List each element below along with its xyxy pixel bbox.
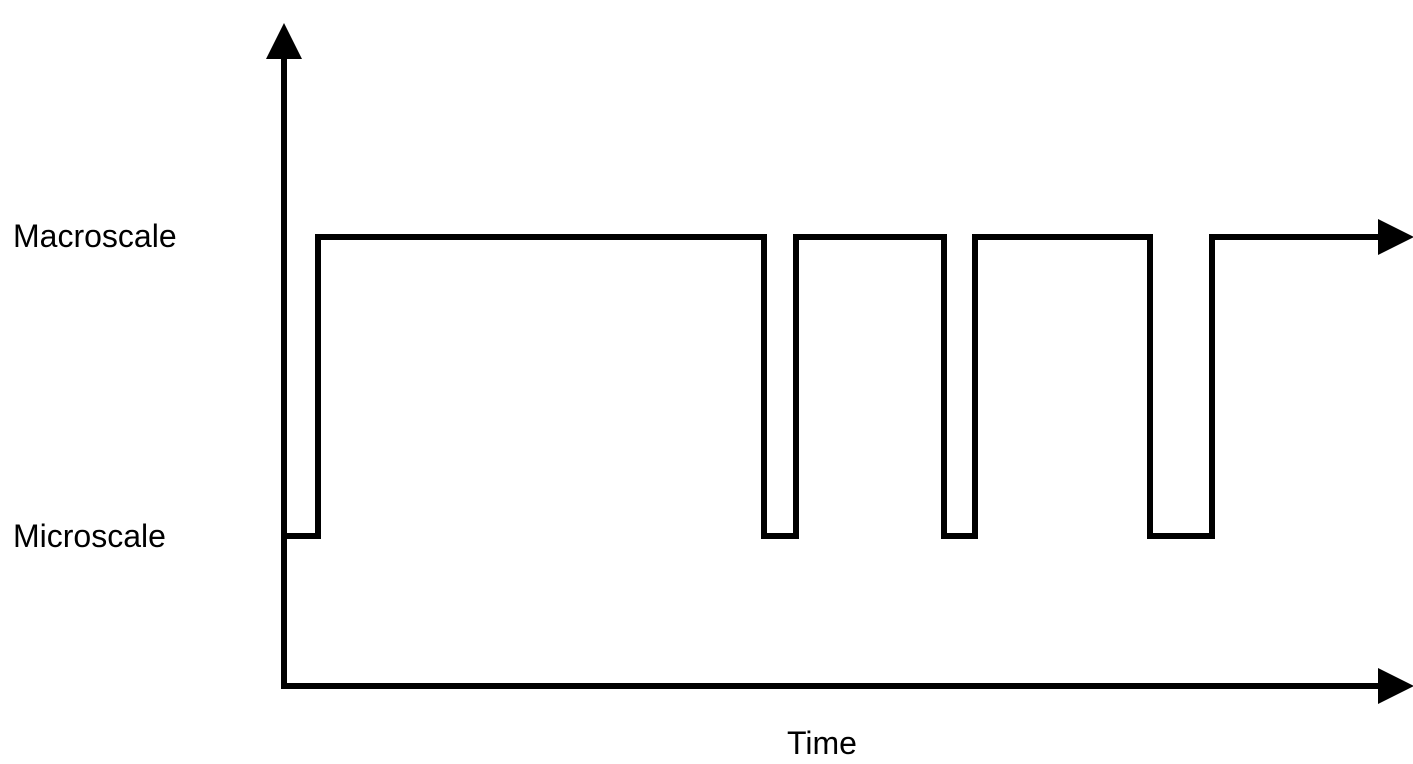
- macroscale-label: Macroscale: [13, 218, 177, 254]
- time-axis-label: Time: [787, 725, 857, 761]
- scale-signal-line: [284, 219, 1413, 539]
- microscale-label: Microscale: [13, 518, 166, 554]
